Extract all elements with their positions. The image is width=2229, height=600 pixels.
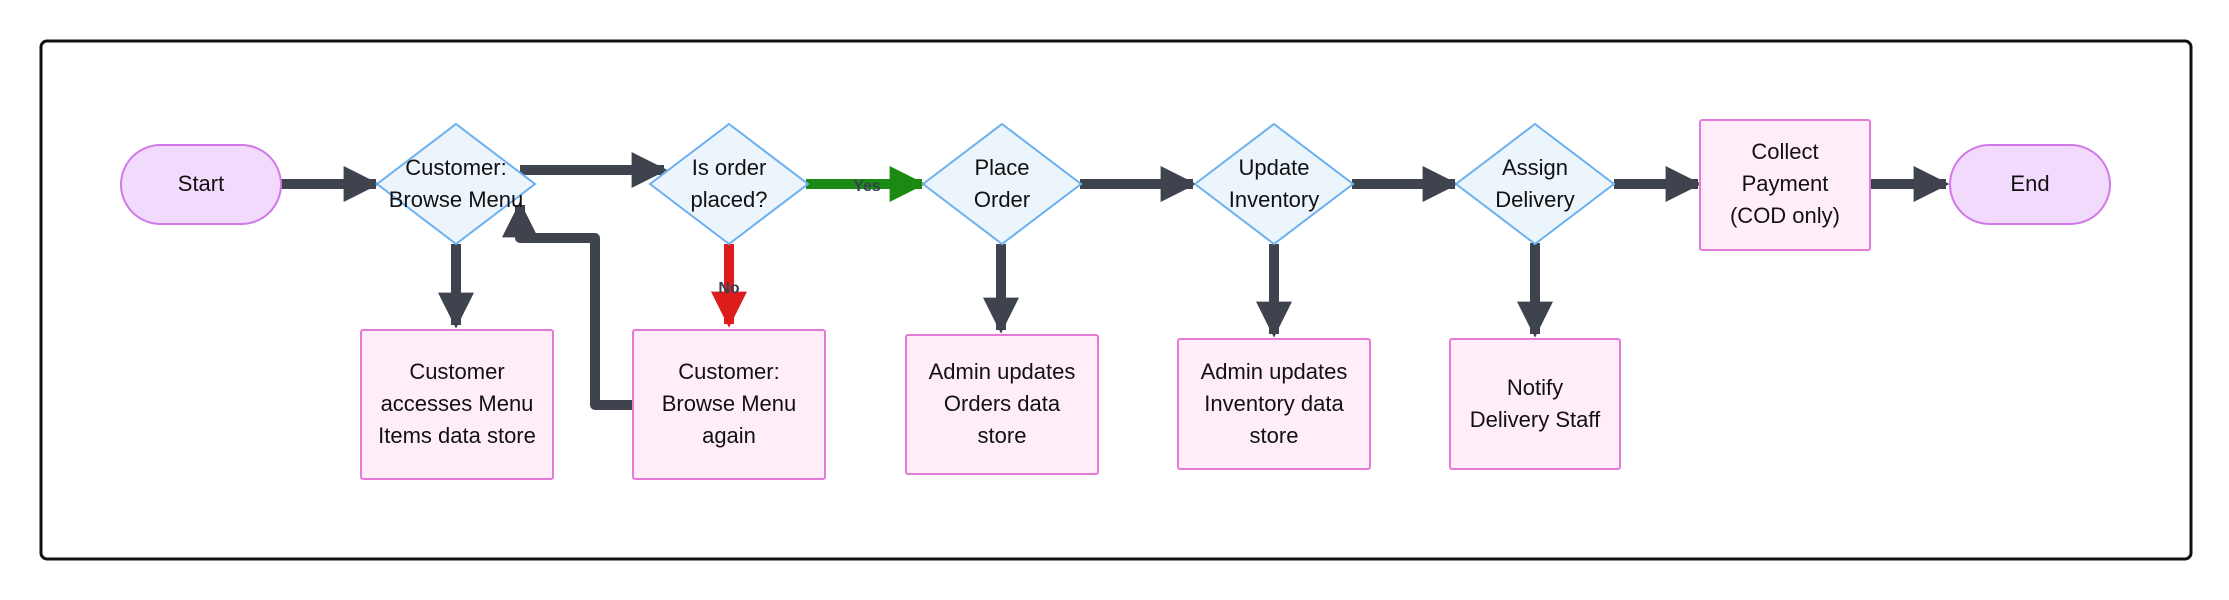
node-browse-menu: Customer: Browse Menu [375,122,537,246]
node-label-line: again [702,423,756,448]
edge-browse-again-loop [502,201,633,410]
node-label-line: (COD only) [1730,203,1840,228]
node-label: Start [178,171,224,196]
node-label-line: Order [974,187,1030,212]
edge-label-no: No [718,280,740,297]
process-shape [905,334,1099,475]
node-label-line: Admin updates [1201,359,1348,384]
decision-shape [1454,122,1616,246]
process-shape [1449,338,1621,470]
process-shape [1177,338,1371,470]
decision-shape [921,122,1083,246]
node-label-line: Customer: [405,155,506,180]
terminal-shape [1949,144,2111,225]
node-label-line: Collect [1751,139,1818,164]
process-shape [632,329,826,480]
node-label-line: Assign [1502,155,1568,180]
node-label-line: Delivery Staff [1470,407,1601,432]
decision-shape [1193,122,1355,246]
node-label-line: Customer [409,359,504,384]
node-label: Customer: Browse Menu again [662,359,797,448]
node-order-placed: Is order placed? [648,122,810,246]
decision-shape [375,122,537,246]
node-label-line: store [978,423,1027,448]
node-label-line: Inventory [1229,187,1320,212]
node-end: End [1949,144,2111,225]
process-shape [1699,119,1871,251]
edge-label-yes: Yes [853,178,881,195]
edges [281,152,1950,410]
node-label: End [2010,171,2049,196]
node-label-line: Is order [692,155,767,180]
node-label-line: Browse Menu [389,187,524,212]
decision-shape [648,122,810,246]
node-label-line: Notify [1507,375,1563,400]
process-shape [360,329,554,480]
node-label-line: Payment [1742,171,1829,196]
diagram-frame [39,39,2193,561]
node-label-line: Inventory data [1204,391,1344,416]
node-label: Is order placed? [690,155,767,212]
node-label-line: Update [1239,155,1310,180]
node-label-line: Start [178,171,224,196]
node-start: Start [120,144,282,225]
node-label-line: End [2010,171,2049,196]
node-label-line: Items data store [378,423,536,448]
node-label-line: Browse Menu [662,391,797,416]
node-label-line: placed? [690,187,767,212]
node-label-line: Place [974,155,1029,180]
node-label: Customer: Browse Menu [389,155,524,212]
node-browse-again: Customer: Browse Menu again [632,329,826,480]
node-label-line: Admin updates [929,359,1076,384]
node-label-line: Customer: [678,359,779,384]
node-label-line: Delivery [1495,187,1574,212]
node-label-line: store [1250,423,1299,448]
node-label-line: Orders data [944,391,1061,416]
node-label-line: accesses Menu [381,391,534,416]
terminal-shape [120,144,282,225]
